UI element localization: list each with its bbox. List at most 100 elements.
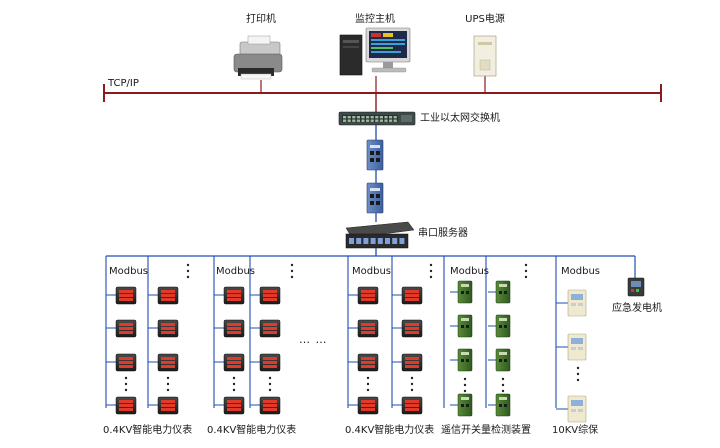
ellipsis-dot [524, 269, 528, 273]
group-label-4: 遥信开关量检测装置 [441, 425, 531, 436]
rail-switch-2-icon [366, 182, 384, 214]
modbus-label-3: Modbus [352, 266, 391, 277]
remote-signal-device-icon [495, 314, 511, 338]
ellipsis-dot [429, 263, 433, 267]
power-meter-icon [259, 286, 281, 305]
ellipsis-dot [232, 388, 236, 392]
ellipsis-dot [232, 382, 236, 386]
monitor-host-label: 监控主机 [355, 14, 395, 25]
modbus-label-1: Modbus [109, 266, 148, 277]
switch-label: 工业以太网交换机 [420, 113, 500, 124]
printer-icon [233, 35, 283, 80]
protection-relay-icon [567, 395, 587, 423]
ellipsis-dot [268, 388, 272, 392]
remote-signal-device-icon [495, 393, 511, 417]
power-meter-icon [357, 286, 379, 305]
power-meter-icon [259, 319, 281, 338]
protection-relay-icon [567, 289, 587, 317]
generator-label: 应急发电机 [612, 303, 662, 314]
power-meter-icon [357, 319, 379, 338]
group-label-2: 0.4KV智能电力仪表 [207, 425, 297, 436]
ellipsis-label: … … [299, 333, 328, 346]
serial-server-icon [345, 221, 415, 249]
power-meter-icon [401, 286, 423, 305]
power-meter-icon [115, 353, 137, 372]
power-meter-icon [157, 286, 179, 305]
power-meter-icon [157, 396, 179, 415]
ellipsis-dot [429, 275, 433, 279]
modbus-label-4: Modbus [450, 266, 489, 277]
ellipsis-dot [186, 275, 190, 279]
ellipsis-dot [576, 372, 580, 376]
modbus-label-5: Modbus [561, 266, 600, 277]
power-meter-icon [223, 319, 245, 338]
ellipsis-dot [463, 383, 467, 387]
ellipsis-dot [166, 376, 170, 380]
power-meter-icon [223, 286, 245, 305]
power-meter-icon [157, 319, 179, 338]
power-meter-icon [115, 286, 137, 305]
ellipsis-dot [290, 269, 294, 273]
ellipsis-dot [186, 269, 190, 273]
power-meter-icon [259, 396, 281, 415]
remote-signal-device-icon [457, 348, 473, 372]
rail-switch-1-icon [366, 139, 384, 171]
ellipsis-dot [268, 376, 272, 380]
ellipsis-dot [366, 388, 370, 392]
power-meter-icon [223, 353, 245, 372]
ellipsis-dot [501, 377, 505, 381]
remote-signal-device-icon [457, 280, 473, 304]
ups-label: UPS电源 [465, 14, 505, 25]
printer-label: 打印机 [246, 14, 276, 25]
ellipsis-dot [124, 376, 128, 380]
ups-icon [473, 35, 497, 77]
ellipsis-dot [410, 388, 414, 392]
ellipsis-dot [576, 378, 580, 382]
ellipsis-dot [576, 366, 580, 370]
ellipsis-dot [463, 389, 467, 393]
generator-icon [627, 277, 645, 297]
protection-relay-icon [567, 333, 587, 361]
power-meter-icon [157, 353, 179, 372]
ellipsis-dot [524, 263, 528, 267]
ellipsis-dot [124, 382, 128, 386]
ellipsis-dot [524, 275, 528, 279]
ellipsis-dot [501, 389, 505, 393]
ellipsis-dot [290, 263, 294, 267]
monitor-host-icon [339, 27, 411, 76]
remote-signal-device-icon [495, 280, 511, 304]
power-meter-icon [401, 353, 423, 372]
tcp-ip-label: TCP/IP [108, 78, 139, 89]
power-meter-icon [401, 396, 423, 415]
group-label-3: 0.4KV智能电力仪表 [345, 425, 435, 436]
remote-signal-device-icon [457, 314, 473, 338]
ellipsis-dot [268, 382, 272, 386]
ellipsis-dot [366, 382, 370, 386]
remote-signal-device-icon [495, 348, 511, 372]
power-meter-icon [259, 353, 281, 372]
ellipsis-dot [410, 376, 414, 380]
power-meter-icon [115, 319, 137, 338]
ethernet-switch-icon [338, 111, 416, 126]
power-meter-icon [223, 396, 245, 415]
ellipsis-dot [166, 388, 170, 392]
ellipsis-dot [501, 383, 505, 387]
modbus-label-2: Modbus [216, 266, 255, 277]
ellipsis-dot [166, 382, 170, 386]
ellipsis-dot [124, 388, 128, 392]
power-meter-icon [115, 396, 137, 415]
power-meter-icon [357, 353, 379, 372]
group-label-5: 10KV综保 [552, 425, 599, 436]
ellipsis-dot [232, 376, 236, 380]
group-label-1: 0.4KV智能电力仪表 [103, 425, 193, 436]
ellipsis-dot [186, 263, 190, 267]
ellipsis-dot [429, 269, 433, 273]
ellipsis-dot [410, 382, 414, 386]
serial-server-label: 串口服务器 [418, 228, 468, 239]
power-meter-icon [357, 396, 379, 415]
ellipsis-dot [290, 275, 294, 279]
power-meter-icon [401, 319, 423, 338]
ellipsis-dot [463, 377, 467, 381]
